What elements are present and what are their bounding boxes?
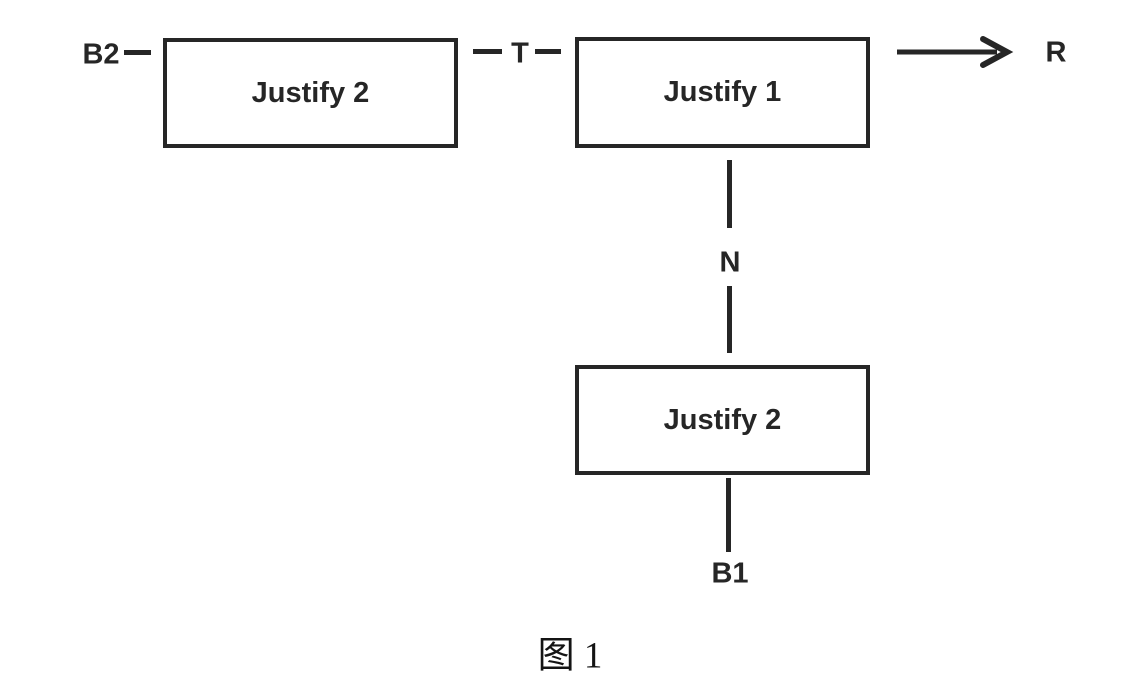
label-r: R bbox=[1045, 36, 1067, 69]
node-justify2-bottom: Justify 2 bbox=[575, 365, 870, 475]
figure-caption: 图 1 bbox=[537, 635, 603, 677]
node-justify2-bottom-label: Justify 2 bbox=[663, 403, 782, 436]
label-n: N bbox=[719, 246, 741, 279]
b1-stub-line bbox=[726, 478, 731, 552]
t-connector-right-dash bbox=[535, 49, 561, 54]
node-justify2-top: Justify 2 bbox=[163, 38, 458, 148]
t-connector-left-dash bbox=[473, 49, 502, 54]
label-b2: B2 bbox=[82, 38, 120, 71]
node-justify1-label: Justify 1 bbox=[663, 76, 782, 108]
n-connector-upper-line bbox=[727, 160, 732, 228]
label-t: T bbox=[511, 37, 529, 70]
b2-stub-line bbox=[124, 50, 151, 55]
right-arrow-icon bbox=[897, 36, 1014, 68]
label-b1: B1 bbox=[711, 557, 749, 590]
node-justify1: Justify 1 bbox=[575, 37, 870, 148]
n-connector-lower-line bbox=[727, 286, 732, 353]
node-justify2-top-label: Justify 2 bbox=[251, 76, 370, 109]
